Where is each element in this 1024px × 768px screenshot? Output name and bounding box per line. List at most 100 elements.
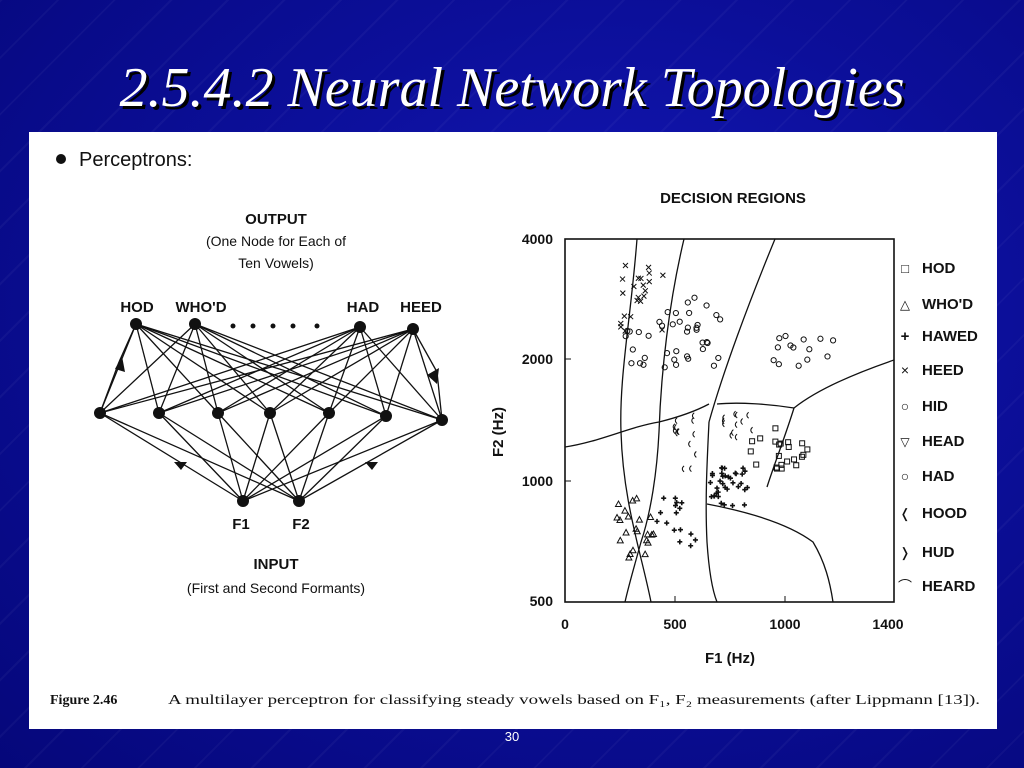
scatter-point bbox=[720, 481, 726, 487]
network-edge bbox=[269, 412, 300, 502]
boundary-curve bbox=[565, 403, 710, 448]
caption-text: A multilayer perceptron for classifying … bbox=[168, 693, 980, 708]
scatter-point bbox=[776, 441, 783, 448]
scatter-point bbox=[632, 524, 640, 532]
scatter-point bbox=[646, 513, 655, 521]
network-edge bbox=[269, 328, 414, 414]
legend-label: HEAD bbox=[922, 433, 965, 450]
scatter-point bbox=[693, 324, 700, 331]
boundary-curve bbox=[766, 407, 795, 488]
network-connections bbox=[99, 323, 443, 502]
node-output-had bbox=[354, 321, 366, 333]
x-tick-label: 0 bbox=[561, 616, 569, 632]
y-tick-label: 1000 bbox=[522, 473, 553, 489]
scatter-point bbox=[624, 327, 631, 334]
scatter-point bbox=[740, 465, 746, 471]
scatter-point bbox=[733, 410, 736, 418]
legend-label: HEARD bbox=[922, 578, 976, 595]
boundary-curve bbox=[624, 431, 660, 602]
scatter-point bbox=[673, 510, 679, 516]
scatter-point bbox=[703, 302, 710, 309]
network-edge bbox=[118, 323, 137, 363]
scatter-point bbox=[622, 262, 629, 269]
scatter-point bbox=[774, 465, 781, 472]
scatter-point bbox=[734, 433, 738, 441]
ellipsis-dot bbox=[290, 323, 296, 329]
scatter-point bbox=[626, 328, 633, 335]
scatter-point bbox=[691, 417, 694, 424]
scatter-point bbox=[829, 337, 837, 344]
scatter-point bbox=[744, 485, 750, 491]
legend-symbol-circle: ○ bbox=[901, 398, 909, 414]
network-edge bbox=[328, 328, 414, 414]
network-edge bbox=[99, 323, 196, 414]
legend-label: WHO'D bbox=[922, 296, 973, 313]
scatter-point bbox=[717, 316, 724, 323]
scatter-point bbox=[772, 425, 779, 432]
scatter-point bbox=[799, 440, 806, 447]
scatter-point bbox=[625, 553, 633, 561]
scatter-point bbox=[749, 438, 756, 445]
scatter-point bbox=[709, 472, 715, 478]
scatter-point bbox=[613, 513, 621, 521]
scatter-point bbox=[750, 426, 753, 434]
scatter-point bbox=[717, 478, 723, 484]
scatter-point bbox=[616, 536, 625, 544]
network-edge bbox=[298, 419, 443, 502]
scatter-point bbox=[740, 418, 743, 425]
network-edge bbox=[99, 328, 414, 414]
scatter-point bbox=[677, 539, 683, 545]
scatter-point bbox=[691, 294, 698, 301]
legend-symbol-right-angle: ❭ bbox=[900, 545, 911, 561]
scatter-point bbox=[777, 440, 784, 447]
network-edge bbox=[99, 412, 244, 502]
scatter-point bbox=[722, 414, 725, 422]
scatter-point bbox=[664, 309, 671, 316]
scatter-point bbox=[674, 417, 678, 425]
arrow-marker-bottom-left bbox=[174, 462, 187, 470]
scatter-point bbox=[622, 528, 630, 536]
network-nodes bbox=[94, 318, 448, 507]
network-edge bbox=[269, 326, 361, 414]
scatter-point bbox=[676, 428, 680, 436]
figure-panel: Perceptrons: OUTPUT (One Node for Each o… bbox=[29, 132, 997, 729]
legend-symbol-square: □ bbox=[901, 261, 909, 276]
scatter-point bbox=[673, 503, 679, 509]
scatter-point bbox=[800, 336, 807, 343]
scatter-point bbox=[629, 346, 636, 353]
legend-symbol-plus: + bbox=[901, 328, 910, 345]
network-edge bbox=[99, 412, 300, 502]
scatter-point bbox=[642, 287, 649, 294]
ellipsis-dot bbox=[314, 323, 320, 329]
scatter-point bbox=[661, 495, 667, 501]
network-edge bbox=[217, 412, 244, 502]
output-heading: OUTPUT bbox=[245, 211, 307, 228]
scatter-point bbox=[742, 487, 748, 493]
scatter-point bbox=[641, 550, 649, 558]
scatter-point bbox=[621, 313, 628, 319]
scatter-point bbox=[643, 530, 652, 538]
bullet-text: Perceptrons: bbox=[79, 149, 192, 171]
scatter-point bbox=[646, 278, 653, 285]
scatter-point bbox=[686, 309, 693, 317]
scatter-point bbox=[677, 505, 683, 511]
scatter-point bbox=[730, 480, 736, 486]
scatter-point bbox=[734, 421, 738, 428]
boundary-curve bbox=[658, 239, 685, 433]
scatter-point bbox=[718, 500, 724, 506]
output-label-hod: HOD bbox=[120, 299, 154, 316]
node-hidden bbox=[153, 407, 165, 419]
legend-label: HID bbox=[922, 398, 948, 415]
scatter-point bbox=[804, 446, 811, 453]
network-edge bbox=[99, 326, 361, 414]
network-edge bbox=[99, 361, 120, 414]
scatter-point bbox=[703, 339, 710, 346]
scatter-point bbox=[645, 332, 652, 339]
scatter-point bbox=[693, 326, 700, 333]
network-edge bbox=[242, 412, 271, 502]
scatter-point bbox=[747, 448, 754, 455]
arrow-marker-bottom-right bbox=[365, 462, 378, 470]
slide-title: 2.5.4.2 Neural Network Topologies bbox=[119, 57, 905, 119]
network-edge bbox=[158, 412, 244, 502]
figure-svg: Perceptrons: OUTPUT (One Node for Each o… bbox=[50, 149, 980, 708]
